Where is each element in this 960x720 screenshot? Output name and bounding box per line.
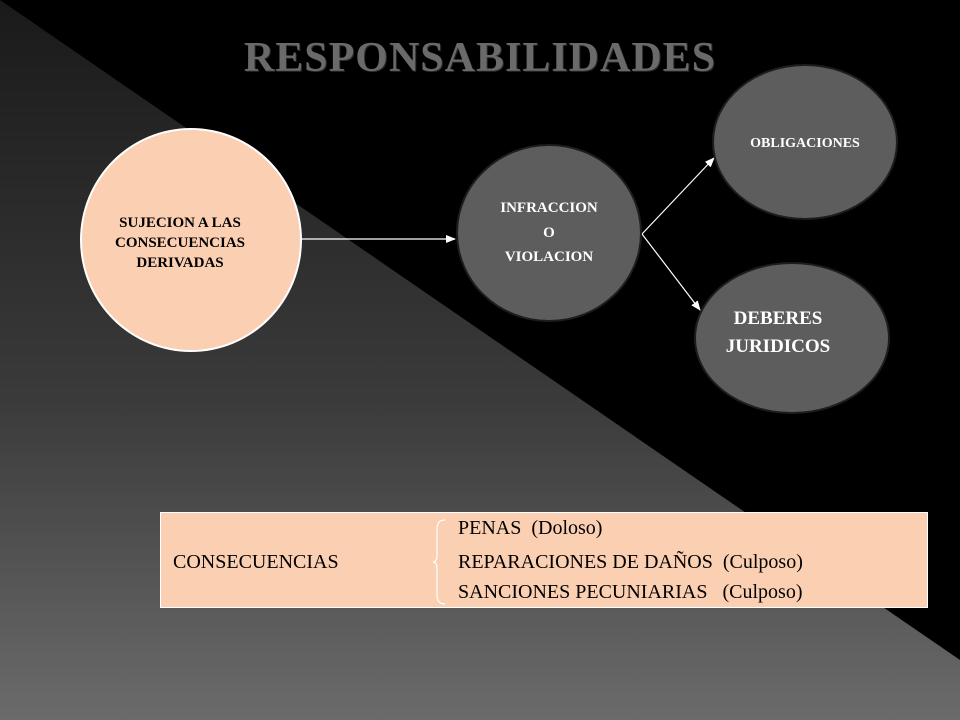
node-sujecion: SUJECION A LAS CONSECUENCIAS DERIVADAS: [80, 128, 302, 352]
node-deberes-juridicos: DEBERES JURIDICOS: [694, 262, 890, 414]
consecuencia-item-sanciones: SANCIONES PECUNIARIAS (Culposo): [458, 581, 803, 603]
node-obligaciones-label: OBLIGACIONES: [750, 135, 860, 151]
consecuencia-item-reparaciones: REPARACIONES DE DAÑOS (Culposo): [458, 551, 803, 573]
brace-icon: [433, 519, 446, 605]
page-title: RESPONSABILIDADES: [243, 35, 717, 81]
node-infraccion-label: INFRACCION O VIOLACION: [500, 199, 598, 266]
node-obligaciones: OBLIGACIONES: [712, 64, 898, 220]
consecuencias-label: CONSECUENCIAS: [173, 551, 339, 573]
node-infraccion: INFRACCION O VIOLACION: [456, 144, 642, 322]
node-sujecion-label: SUJECION A LAS CONSECUENCIAS DERIVADAS: [114, 214, 246, 272]
node-deberes-label: DEBERES JURIDICOS: [725, 307, 831, 358]
consecuencia-item-penas: PENAS (Doloso): [458, 517, 603, 539]
consecuencias-box: CONSECUENCIAS PENAS (Doloso) REPARACIONE…: [160, 512, 928, 608]
